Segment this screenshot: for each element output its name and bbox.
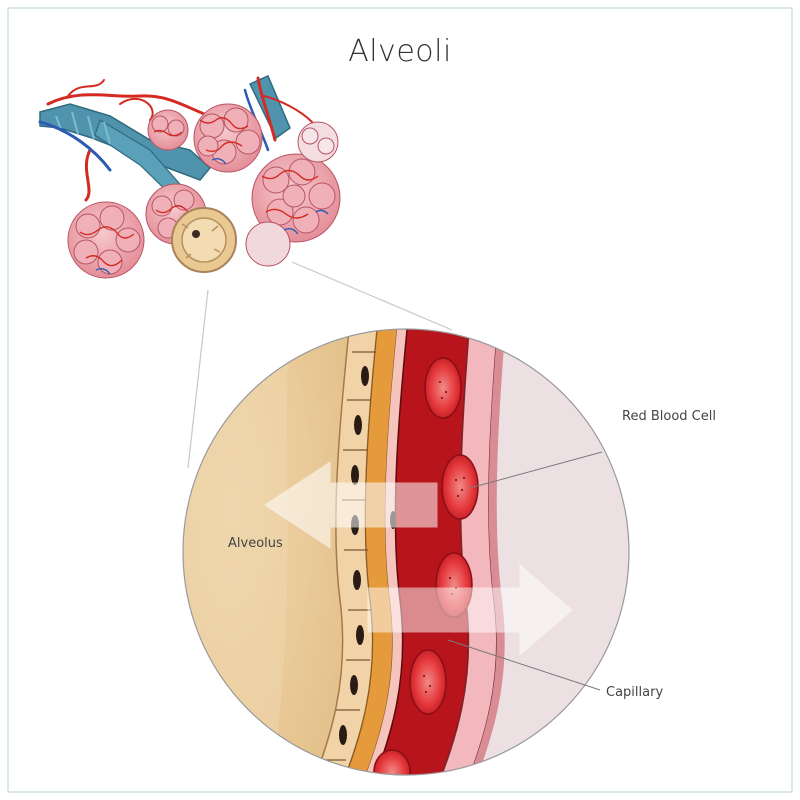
- zoomed-section: [183, 329, 629, 775]
- zoom-guide-lines: [187, 261, 453, 469]
- red-blood-cell: [441, 454, 479, 520]
- red-blood-cell: [409, 649, 447, 715]
- zoom-circle-border: [182, 328, 630, 776]
- label-red-blood-cell: Red Blood Cell: [622, 409, 716, 424]
- label-alveolus: Alveolus: [228, 536, 283, 551]
- diagram-title: Alveoli: [348, 34, 452, 69]
- label-capillary: Capillary: [606, 685, 664, 700]
- red-blood-cell: [424, 357, 462, 419]
- image-frame: [7, 7, 793, 793]
- leader-lines: [447, 451, 603, 691]
- capillary-network: [79, 117, 319, 267]
- red-blood-cell: [373, 749, 411, 775]
- arrow-left-icon: [264, 461, 438, 549]
- alveoli-cluster-illustration: [38, 75, 341, 279]
- cell-nuclei: [339, 366, 369, 745]
- sectioned-alveolus: [171, 207, 237, 273]
- arrow-right-icon: [367, 563, 573, 657]
